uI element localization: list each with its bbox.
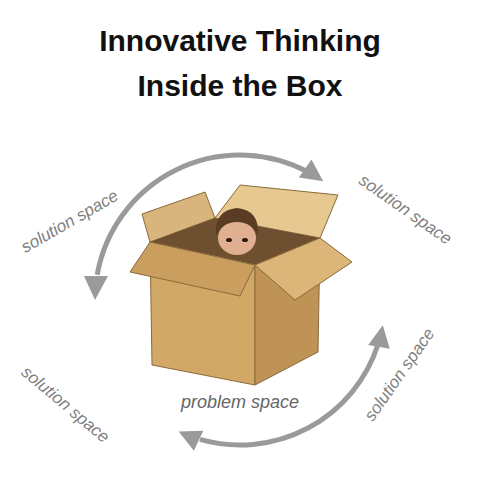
- arrow-head: [179, 431, 204, 451]
- arrow-head: [299, 160, 323, 182]
- region-label: problem space: [181, 392, 299, 414]
- man-hair: [216, 208, 258, 236]
- man-eye: [242, 238, 248, 242]
- arrow-head: [368, 325, 390, 349]
- arrow-head: [84, 276, 108, 300]
- region-label: solution space: [355, 170, 456, 249]
- man-face: [218, 221, 256, 255]
- diagram-title: Innovative Thinking Inside the Box: [60, 18, 420, 108]
- man-eye: [226, 238, 232, 242]
- box-flap: [130, 242, 255, 296]
- box-flap: [255, 238, 352, 300]
- region-label: solution space: [17, 362, 113, 447]
